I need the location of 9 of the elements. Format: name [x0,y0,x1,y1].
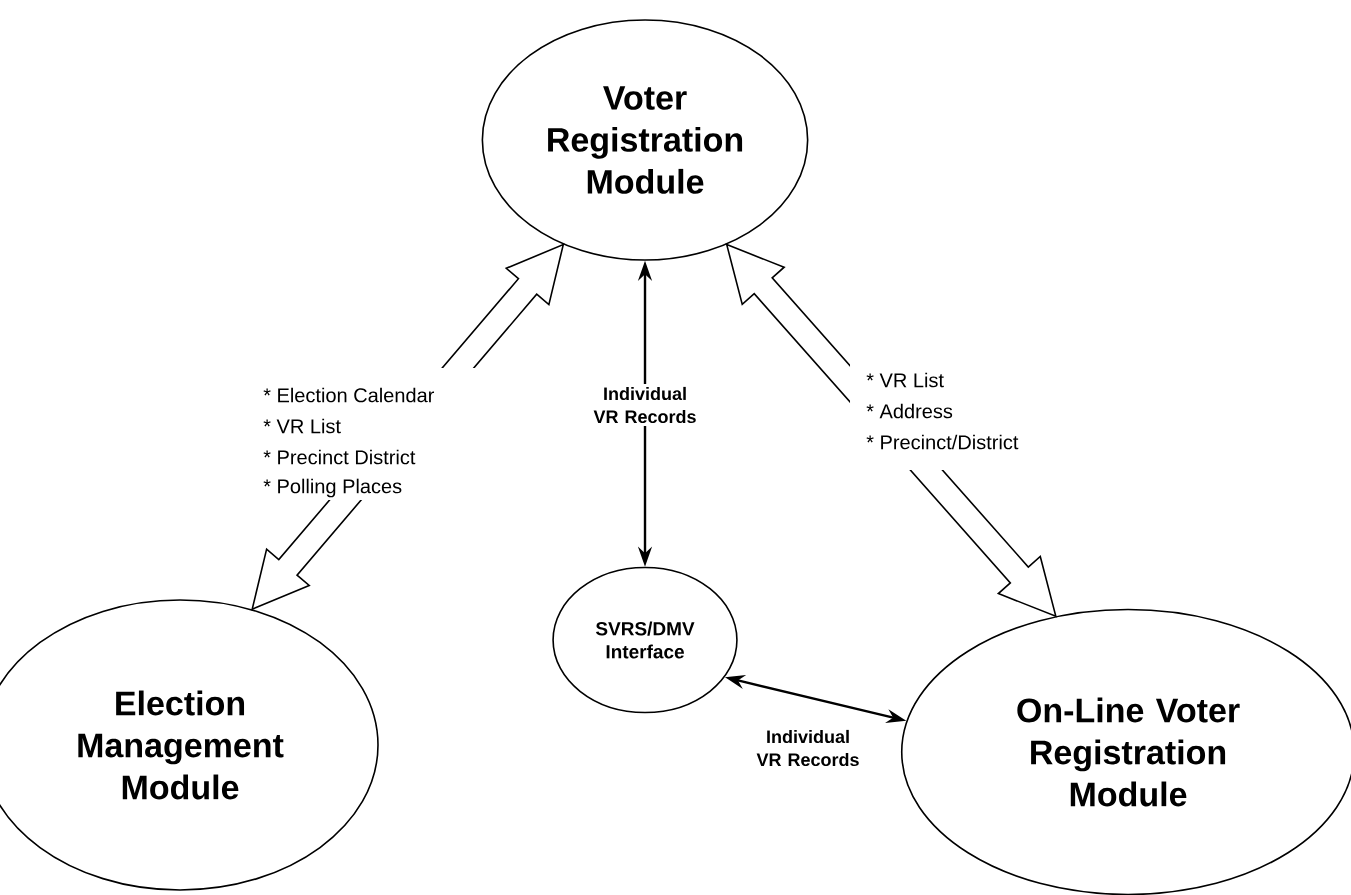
edge-label: Individual VR Records [577,383,713,427]
bullet-item: * Precinct/District [866,434,1019,450]
bullet-item: * Precinct District [263,449,416,465]
bullet-item: * VR List [263,418,341,434]
bullet-item: * Polling Places [263,478,402,498]
edge-label: Individual VR Records [740,726,876,770]
bullet-item: * Election Calendar [263,387,435,403]
bullet-item: * VR List [866,372,944,388]
bullet-item: * Address [866,403,953,419]
